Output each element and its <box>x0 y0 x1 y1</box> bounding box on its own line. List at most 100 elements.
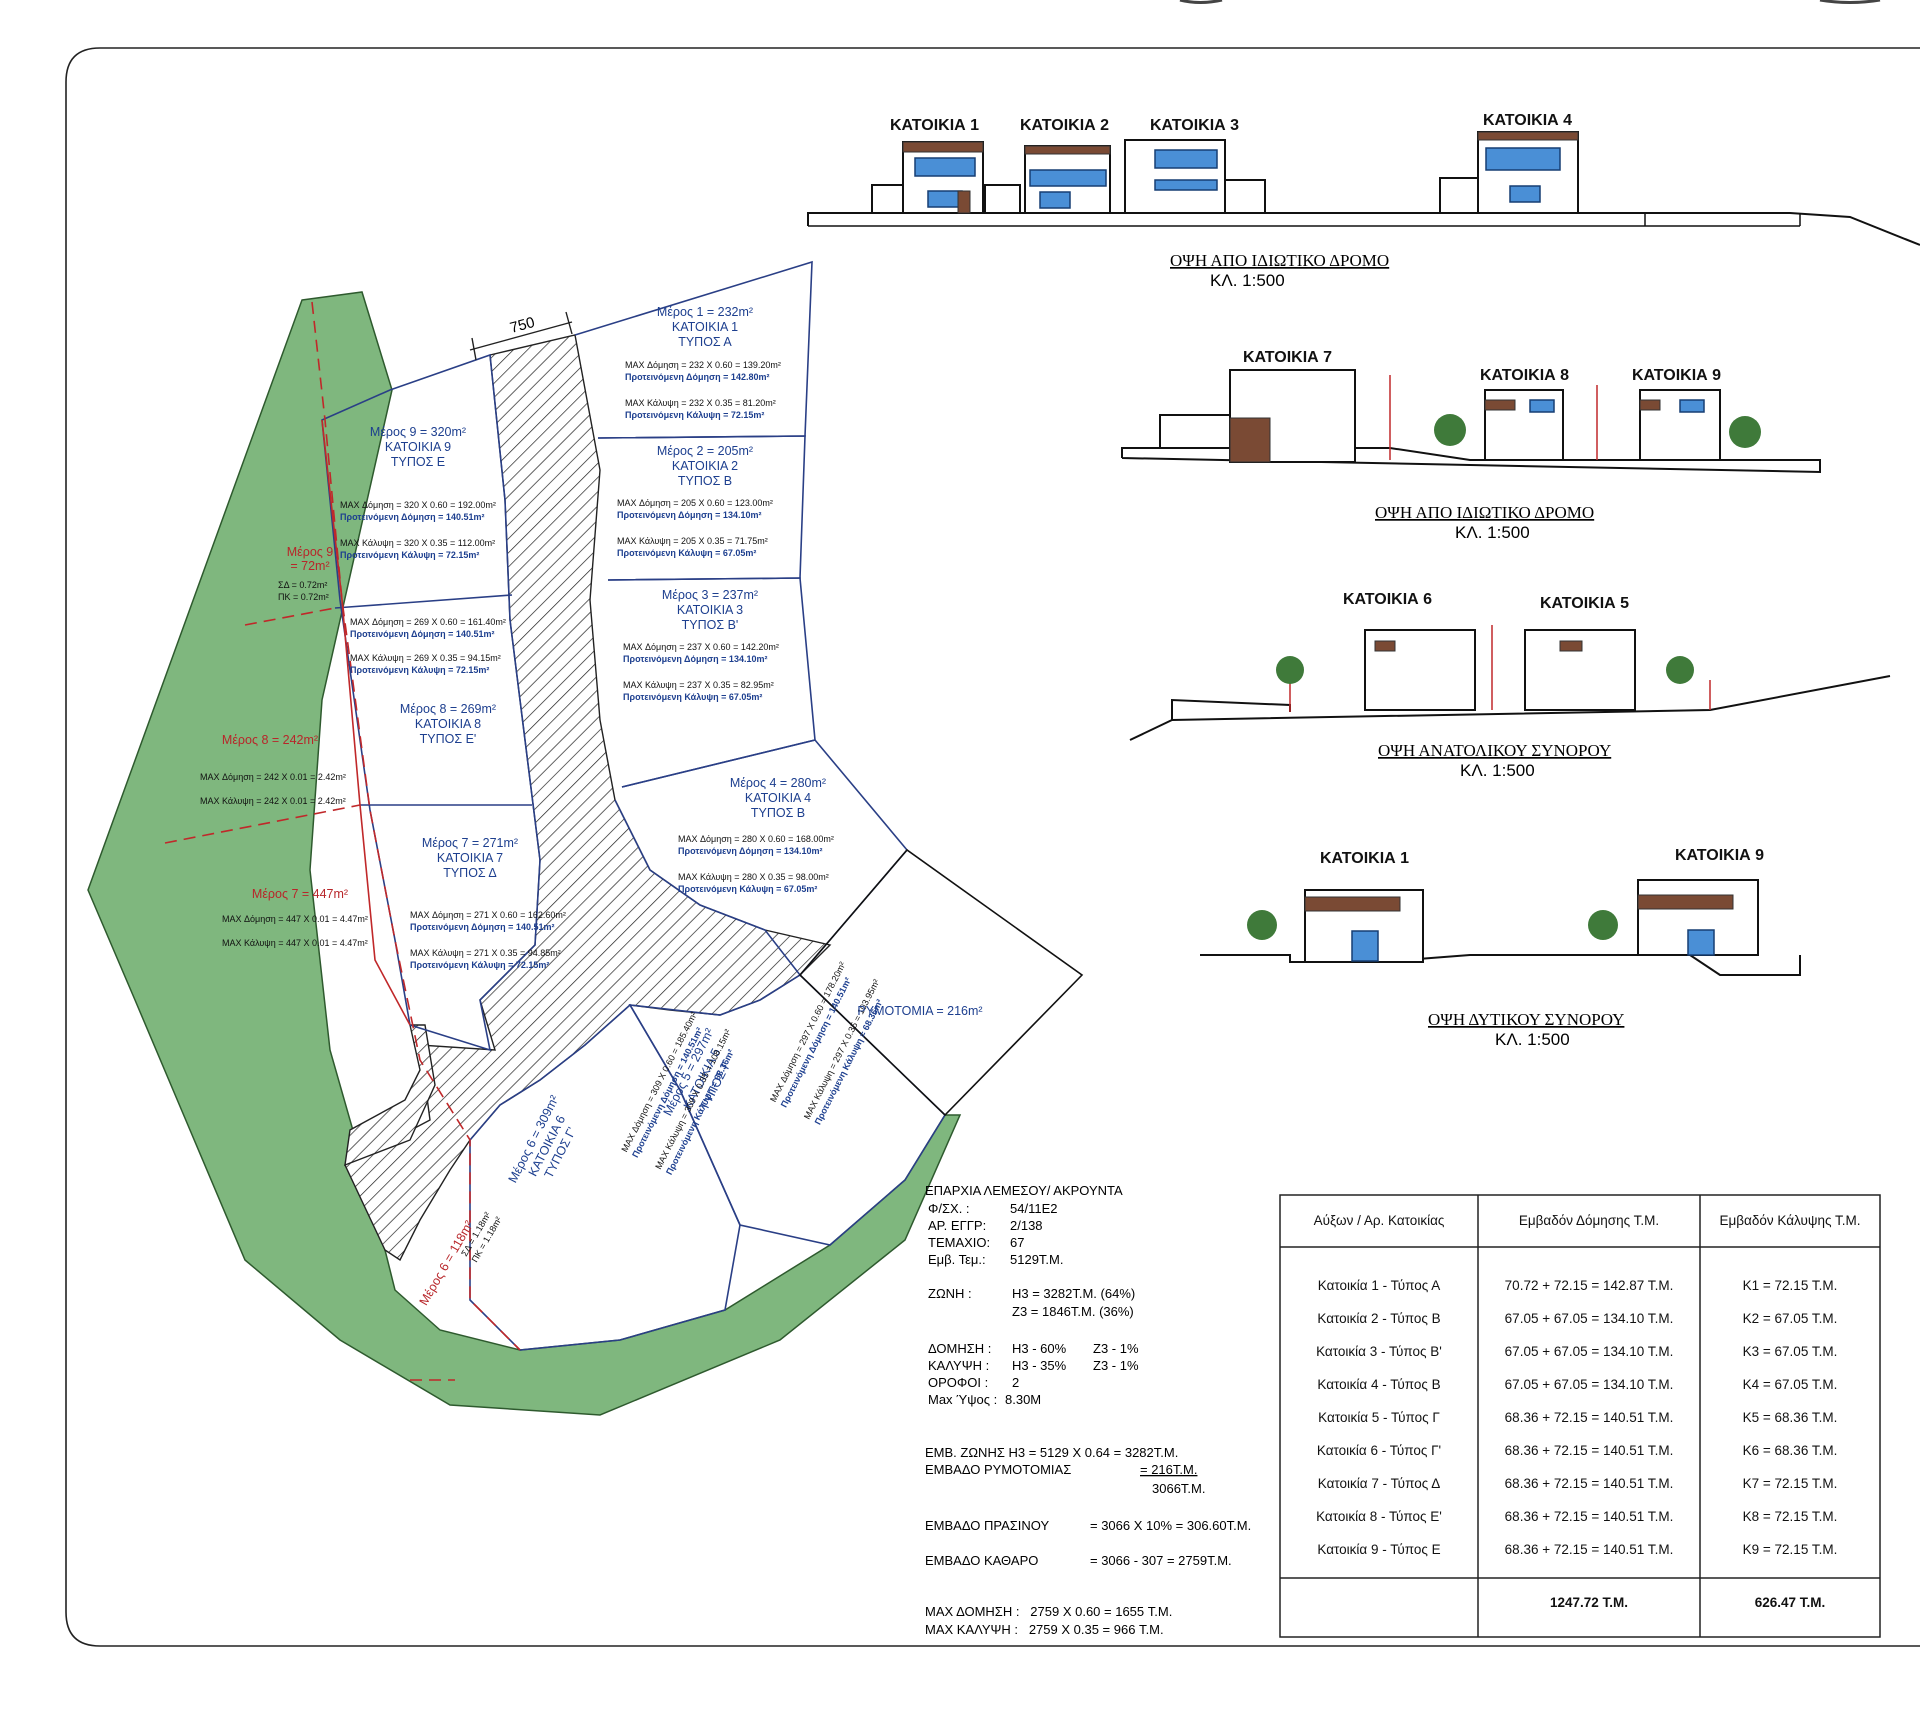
parcel-7-note-1: MAX Δόμηση = 271 X 0.60 = 162.60m² <box>410 910 566 920</box>
info-area-value: 5129Τ.Μ. <box>1010 1252 1064 1267</box>
elevation-1-title: ΟΨΗ ΑΠΟ ΙΔΙΩΤΙΚΟ ΔΡΟΜΟ <box>1170 251 1389 270</box>
table-cell-r5-c2: 68.36 + 72.15 = 140.51 Τ.Μ. <box>1505 1410 1674 1425</box>
param-4-label: Max Ύψος : <box>928 1392 997 1407</box>
table-cell-r7-c2: 68.36 + 72.15 = 140.51 Τ.Μ. <box>1505 1476 1674 1491</box>
elevation-2-title: ΟΨΗ ΑΠΟ ΙΔΙΩΤΙΚΟ ΔΡΟΜΟ <box>1375 503 1594 522</box>
parcel-7-note-3: MAX Κάλυψη = 271 X 0.35 = 94.85m² <box>410 948 561 958</box>
red-parcel-3-note-2: MAX Κάλυψη = 447 X 0.01 = 4.47m² <box>222 938 368 948</box>
table-total-c2: 1247.72 Τ.Μ. <box>1550 1595 1628 1610</box>
parcel-1-note-2: Προτεινόμενη Δόμηση = 142.80m² <box>625 372 769 382</box>
parcel-4-note-3: MAX Κάλυψη = 280 X 0.35 = 98.00m² <box>678 872 829 882</box>
table-cell-r6-c3: Κ6 = 68.36 Τ.Μ. <box>1743 1443 1838 1458</box>
table-cell-r9-c2: 68.36 + 72.15 = 140.51 Τ.Μ. <box>1505 1542 1674 1557</box>
elevation-2: ΚΑΤΟΙΚΙΑ 7 ΚΑΤΟΙΚΙΑ 8 ΚΑΤΟΙΚΙΑ 9 ΟΨΗ ΑΠΟ… <box>1121 349 1821 542</box>
zone-line-2: Ζ3 = 1846Τ.Μ. (36%) <box>1012 1304 1134 1319</box>
red-parcel-1-note-1: ΣΔ = 0.72m² <box>278 580 327 590</box>
param-4-value: 8.30M <box>1005 1392 1041 1407</box>
red-parcel-2-note-1: MAX Δόμηση = 242 X 0.01 = 2.42m² <box>200 772 346 782</box>
param-2-h3: Η3 - 35% <box>1012 1358 1067 1373</box>
table-cell-r1-c2: 70.72 + 72.15 = 142.87 Τ.Μ. <box>1505 1278 1674 1293</box>
parcel-4-title-3: ΤΥΠΟΣ Β <box>751 806 805 820</box>
calc-ryom-value: = 216Τ.Μ. <box>1140 1462 1197 1477</box>
parcel-1-note-3: MAX Κάλυψη = 232 X 0.35 = 81.20m² <box>625 398 776 408</box>
parcel-2-note-1: MAX Δόμηση = 205 X 0.60 = 123.00m² <box>617 498 773 508</box>
parcel-4-title-2: ΚΑΤΟΙΚΙΑ 4 <box>745 791 811 805</box>
red-parcel-2-note-2: MAX Κάλυψη = 242 X 0.01 = 2.42m² <box>200 796 346 806</box>
elevation-1-scale: ΚΛ. 1:500 <box>1210 271 1285 290</box>
table-header-1: Αύξων / Αρ. Κατοικίας <box>1314 1213 1445 1228</box>
table-cell-r9-c3: Κ9 = 72.15 Τ.Μ. <box>1743 1542 1838 1557</box>
table-cell-r5-c1: Κατοικία 5 - Τύπος Γ <box>1318 1410 1440 1425</box>
parcel-2-title-2: ΚΑΤΟΙΚΙΑ 2 <box>672 459 738 473</box>
table-cell-r2-c2: 67.05 + 67.05 = 134.10 Τ.Μ. <box>1505 1311 1674 1326</box>
table-header-2: Εμβαδόν Δόμησης Τ.Μ. <box>1519 1213 1659 1228</box>
parcel-9-note-4: Προτεινόμενη Κάλυψη = 72.15m² <box>340 550 479 560</box>
parcel-9-note-3: MAX Κάλυψη = 320 X 0.35 = 112.00m² <box>340 538 495 548</box>
table-cell-r5-c3: Κ5 = 68.36 Τ.Μ. <box>1743 1410 1838 1425</box>
parcel-9-title-3: ΤΥΠΟΣ Ε <box>391 455 445 469</box>
table-cell-r4-c3: Κ4 = 67.05 Τ.Μ. <box>1743 1377 1838 1392</box>
sheet-border <box>65 47 1920 1647</box>
green-area-label: ΕΜΒΑΔΟ ΠΡΑΣΙΝΟΥ <box>925 1518 1049 1533</box>
parcel-8-note-2: Προτεινόμενη Δόμηση = 140.51m² <box>350 629 494 639</box>
parcel-2-note-2: Προτεινόμενη Δόμηση = 134.10m² <box>617 510 761 520</box>
parcel-7-note-4: Προτεινόμενη Κάλυψη = 72.15m² <box>410 960 549 970</box>
info-plot-label: ΤΕΜΑΧΙΟ: <box>928 1235 990 1250</box>
red-parcel-2-title-1: Μέρος 8 = 242m² <box>222 733 318 747</box>
parcel-3-note-4: Προτεινόμενη Κάλυψη = 67.05m² <box>623 692 762 702</box>
param-3-value: 2 <box>1012 1375 1019 1390</box>
parcel-8-note-4: Προτεινόμενη Κάλυψη = 72.15m² <box>350 665 489 675</box>
parcel-7-title-3: ΤΥΠΟΣ Δ <box>443 866 497 880</box>
calc-ryom-label: ΕΜΒΑΔΟ ΡΥΜΟΤΟΜΙΑΣ <box>925 1462 1071 1477</box>
elevation-2-label-2: ΚΑΤΟΙΚΙΑ 8 <box>1480 367 1569 384</box>
info-fsx-label: Φ/ΣΧ. : <box>928 1201 970 1216</box>
param-2-z3: Ζ3 - 1% <box>1093 1358 1139 1373</box>
parcel-4-note-4: Προτεινόμενη Κάλυψη = 67.05m² <box>678 884 817 894</box>
parcel-3-note-3: MAX Κάλυψη = 237 X 0.35 = 82.95m² <box>623 680 774 690</box>
parcel-2-note-4: Προτεινόμενη Κάλυψη = 67.05m² <box>617 548 756 558</box>
table-header-3: Εμβαδόν Κάλυψης Τ.Μ. <box>1720 1213 1861 1228</box>
table-cell-r1-c1: Κατοικία 1 - Τύπος Α <box>1318 1278 1440 1293</box>
zone-label: ΖΩΝΗ : <box>928 1286 972 1301</box>
elevation-3-title: ΟΨΗ ΑΝΑΤΟΛΙΚΟΥ ΣΥΝΟΡΟΥ <box>1378 741 1611 760</box>
red-parcel-3-note-1: MAX Δόμηση = 447 X 0.01 = 4.47m² <box>222 914 368 924</box>
elevation-4: ΚΑΤΟΙΚΙΑ 1 ΚΑΤΟΙΚΙΑ 9 ΟΨΗ ΔΥΤΙΚΟΥ ΣΥΝΟΡΟ… <box>1200 847 1801 1049</box>
table-cell-r8-c1: Κατοικία 8 - Τύπος Ε' <box>1316 1509 1442 1524</box>
parcel-2-title-3: ΤΥΠΟΣ Β <box>678 474 732 488</box>
red-zone-lines <box>164 301 521 1381</box>
calc-ryom-result: 3066Τ.Μ. <box>1152 1481 1206 1496</box>
parcel-1-title-1: Μέρος 1 = 232m² <box>657 305 753 319</box>
green-area-value: = 3066 X 10% = 306.60Τ.Μ. <box>1090 1518 1251 1533</box>
param-3-label: ΟΡΟΦΟΙ : <box>928 1375 988 1390</box>
param-1-z3: Ζ3 - 1% <box>1093 1341 1139 1356</box>
parcel-9-note-1: MAX Δόμηση = 320 X 0.60 = 192.00m² <box>340 500 496 510</box>
table-cell-r3-c1: Κατοικία 3 - Τύπος Β' <box>1316 1344 1442 1359</box>
table-cell-r7-c1: Κατοικία 7 - Τύπος Δ <box>1318 1476 1440 1491</box>
elevation-2-label-3: ΚΑΤΟΙΚΙΑ 9 <box>1632 367 1721 384</box>
table-cell-r2-c1: Κατοικία 2 - Τύπος Β <box>1317 1311 1440 1326</box>
parcel-7-note-2: Προτεινόμενη Δόμηση = 140.51m² <box>410 922 554 932</box>
elevation-1: ΚΑΤΟΙΚΙΑ 1 ΚΑΤΟΙΚΙΑ 2 ΚΑΤΟΙΚΙΑ 3 ΚΑΤΟΙΚΙ… <box>807 112 1920 290</box>
red-parcel-4-title-1: Μέρος 6 = 118m² <box>417 1218 477 1307</box>
parcel-3-note-2: Προτεινόμενη Δόμηση = 134.10m² <box>623 654 767 664</box>
parcel-1-title-3: ΤΥΠΟΣ Α <box>678 335 732 349</box>
elevation-1-label-1: ΚΑΤΟΙΚΙΑ 1 <box>890 117 979 134</box>
parcel-7-title-1: Μέρος 7 = 271m² <box>422 836 518 850</box>
table-cell-r8-c3: Κ8 = 72.15 Τ.Μ. <box>1743 1509 1838 1524</box>
elevation-1-label-2: ΚΑΤΟΙΚΙΑ 2 <box>1020 117 1109 134</box>
table-cell-r6-c1: Κατοικία 6 - Τύπος Γ' <box>1317 1443 1441 1458</box>
info-area-label: Εμβ. Τεμ.: <box>928 1252 986 1267</box>
parcel-1-note-1: MAX Δόμηση = 232 X 0.60 = 139.20m² <box>625 360 781 370</box>
info-fsx-value: 54/11Ε2 <box>1010 1201 1057 1216</box>
parcel-9-note-2: Προτεινόμενη Δόμηση = 140.51m² <box>340 512 484 522</box>
elevation-2-scale: ΚΛ. 1:500 <box>1455 523 1530 542</box>
elevation-2-label-1: ΚΑΤΟΙΚΙΑ 7 <box>1243 349 1332 366</box>
summary-table-cells: Αύξων / Αρ. Κατοικίας Εμβαδόν Δόμησης Τ.Μ… <box>1314 1213 1861 1610</box>
